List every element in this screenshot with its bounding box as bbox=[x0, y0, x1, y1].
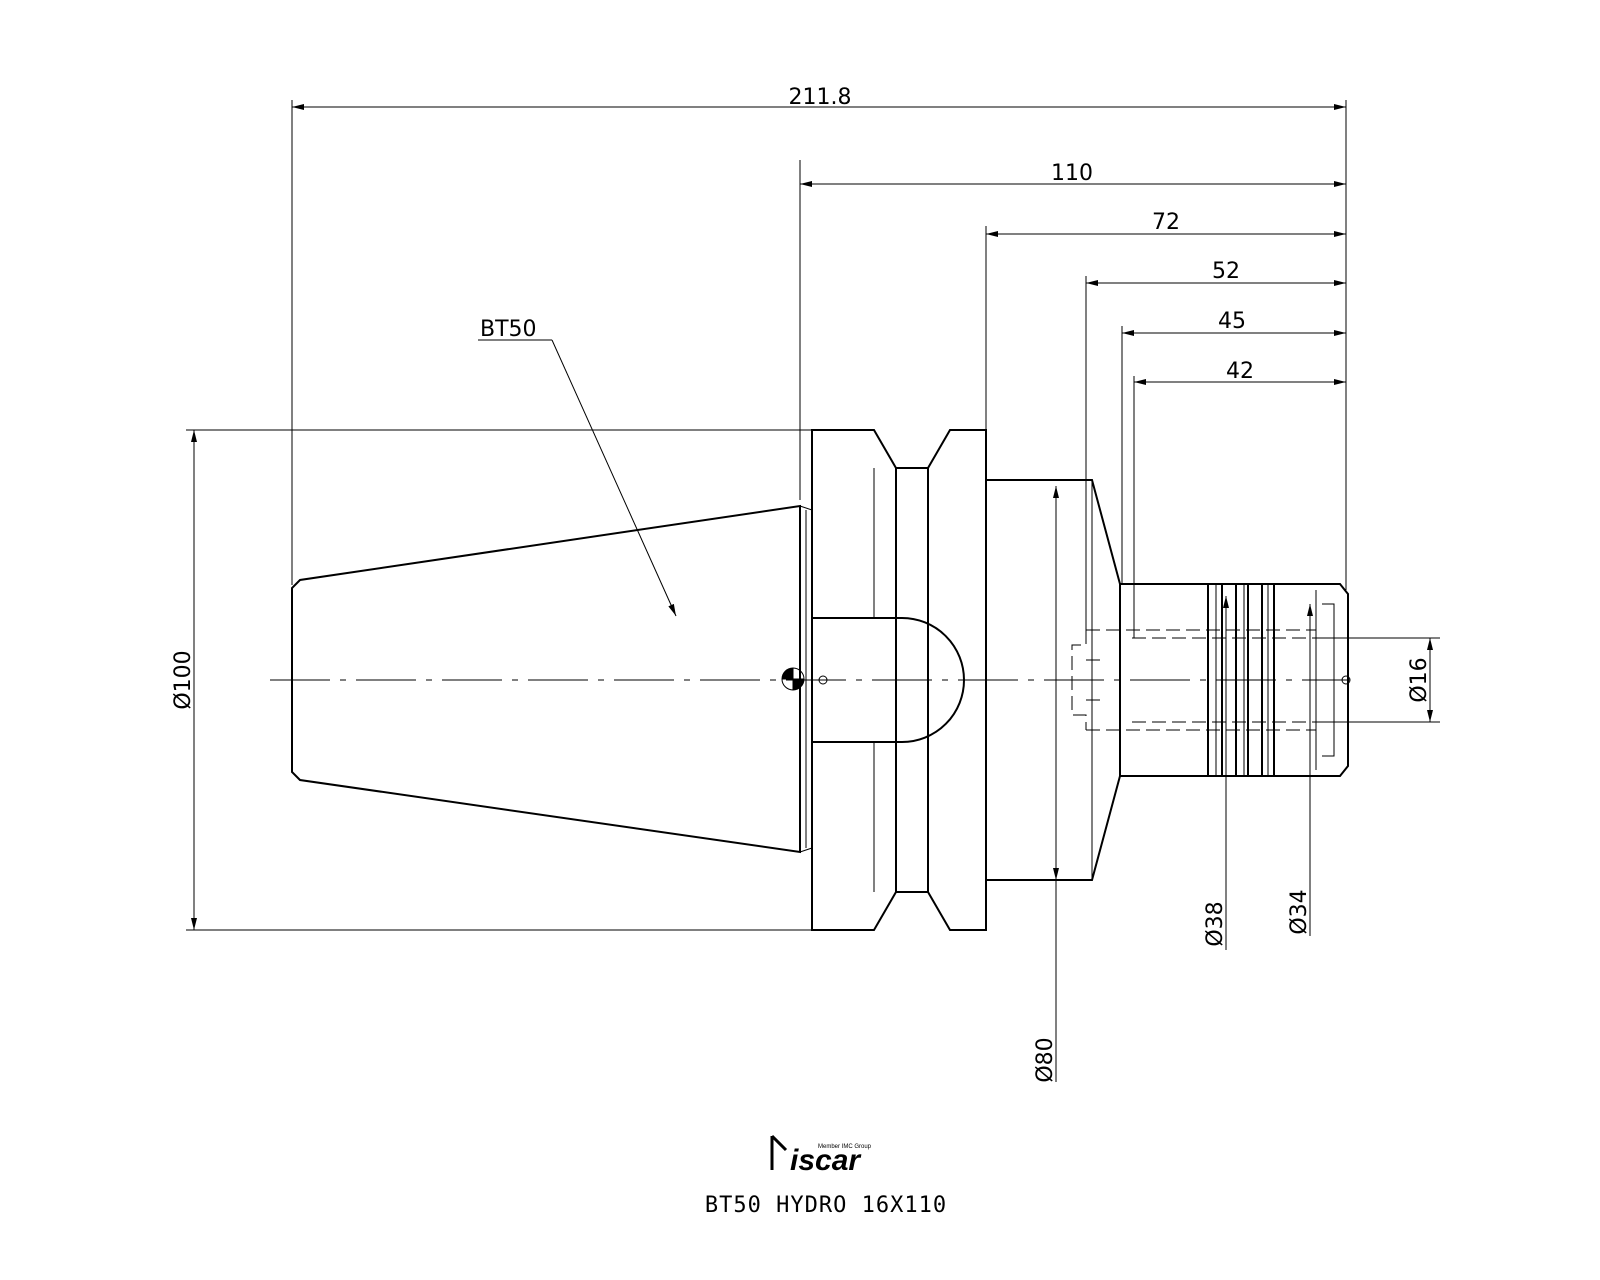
datum-symbol bbox=[781, 667, 828, 691]
dim-length-72: 72 bbox=[1152, 210, 1180, 235]
logo-tagline: Member IMC Group bbox=[818, 1144, 872, 1150]
flange bbox=[811, 429, 987, 931]
dim-overall-length: 211.8 bbox=[789, 85, 852, 110]
body-cylinder bbox=[986, 479, 1121, 881]
dim-length-42: 42 bbox=[1226, 359, 1254, 384]
dim-dia-tip: Ø34 bbox=[1287, 889, 1312, 934]
hidden-bore bbox=[1071, 629, 1317, 731]
callout-label: BT50 bbox=[480, 317, 537, 342]
dim-dia-flange: Ø100 bbox=[171, 650, 196, 709]
dim-length-45: 45 bbox=[1218, 309, 1246, 334]
logo-wordmark: iscar bbox=[790, 1144, 862, 1177]
dim-dia-bore: Ø16 bbox=[1407, 657, 1432, 702]
diameter-dimensions: Ø100 Ø80 Ø38 Ø34 Ø16 bbox=[171, 429, 1440, 1083]
drawing-title: BT50 HYDRO 16X110 bbox=[705, 1193, 947, 1218]
length-dimensions: 211.8 110 72 52 45 42 bbox=[291, 85, 1347, 638]
dim-length-52: 52 bbox=[1212, 259, 1240, 284]
dim-gauge-length: 110 bbox=[1051, 161, 1093, 186]
iscar-logo: iscar Member IMC Group bbox=[770, 1134, 872, 1177]
dim-dia-body: Ø80 bbox=[1033, 1037, 1058, 1082]
taper-shank bbox=[291, 504, 813, 854]
dim-dia-nose: Ø38 bbox=[1203, 901, 1228, 946]
bt50-callout: BT50 bbox=[478, 317, 677, 617]
